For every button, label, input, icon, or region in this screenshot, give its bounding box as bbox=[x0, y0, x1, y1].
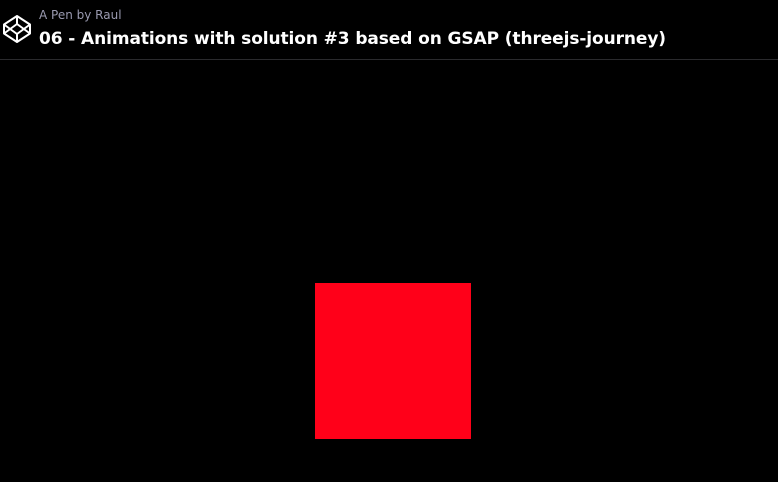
red-cube bbox=[315, 283, 471, 439]
pen-header: A Pen by Raul 06 - Animations with solut… bbox=[0, 0, 778, 60]
webgl-canvas bbox=[0, 61, 778, 482]
codepen-logo-icon[interactable] bbox=[2, 14, 32, 44]
pen-title: 06 - Animations with solution #3 based o… bbox=[39, 29, 666, 49]
pen-author-line[interactable]: A Pen by Raul bbox=[39, 8, 122, 22]
